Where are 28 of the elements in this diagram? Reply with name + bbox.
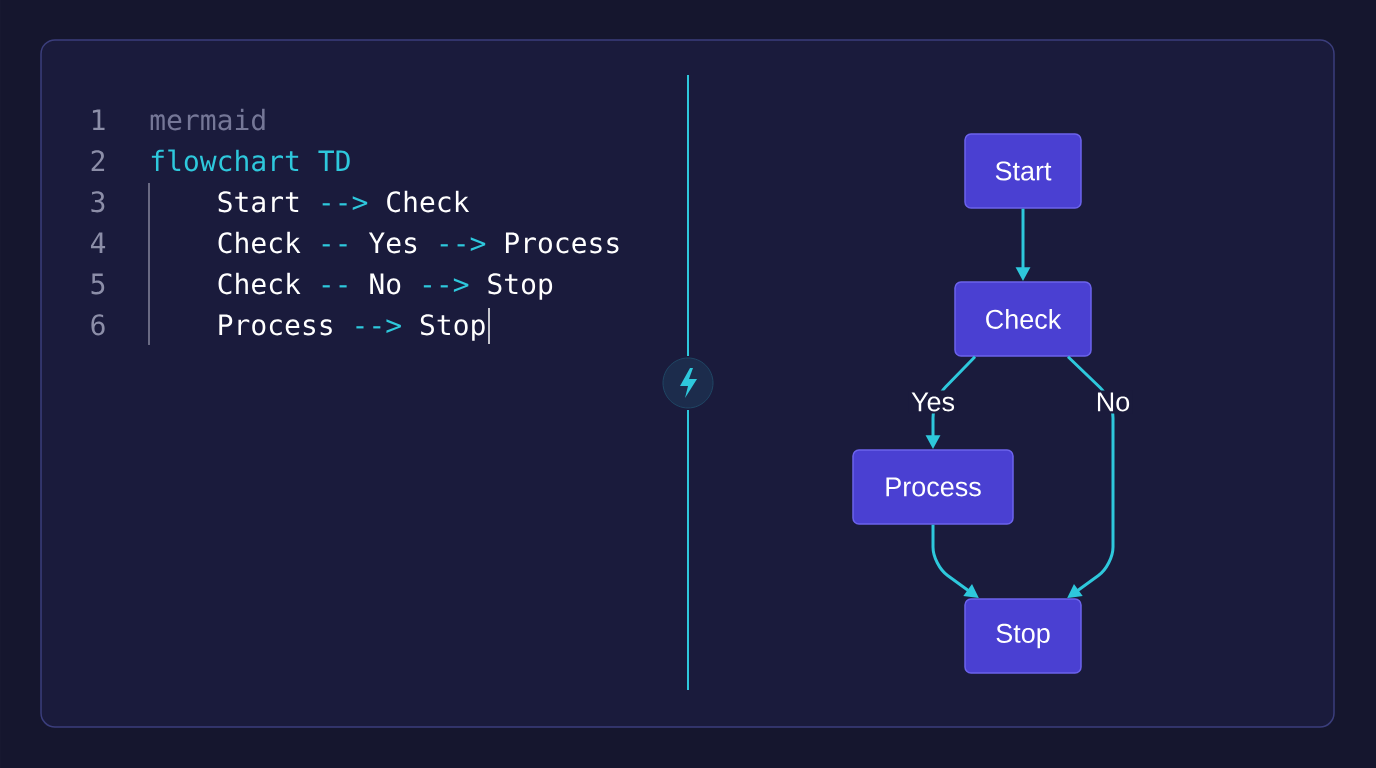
code-text: Check xyxy=(218,231,301,254)
code-text: Start xyxy=(218,191,299,213)
process-box: Process xyxy=(852,449,1014,525)
line-number: 2 xyxy=(91,150,105,171)
code-text: Process xyxy=(505,232,619,254)
code-text: mermaid xyxy=(150,108,265,131)
process-box: Start xyxy=(964,133,1082,209)
code-text: -- xyxy=(322,244,347,247)
line-number: 4 xyxy=(91,232,106,253)
code-text: Check xyxy=(387,190,470,213)
code-text: flowchart TD xyxy=(151,149,350,172)
code-text: --> xyxy=(356,319,401,334)
line-number: 5 xyxy=(91,273,105,295)
code-text: Yes xyxy=(368,232,417,254)
code-text: --> xyxy=(440,237,486,252)
code-text: Check xyxy=(218,272,301,295)
code-text: -- xyxy=(322,285,347,288)
code-text: --> xyxy=(423,278,469,293)
code-text: Stop xyxy=(488,273,553,300)
process-box: Stop xyxy=(964,598,1082,674)
process-box: Check xyxy=(954,281,1092,357)
line-number: 6 xyxy=(91,314,105,336)
code-text: --> xyxy=(322,196,368,211)
code-text: Stop xyxy=(420,314,485,341)
line-number: 3 xyxy=(91,191,105,213)
code-text: No xyxy=(370,273,401,295)
line-number: 1 xyxy=(92,109,105,130)
code-text: Process xyxy=(219,314,332,336)
